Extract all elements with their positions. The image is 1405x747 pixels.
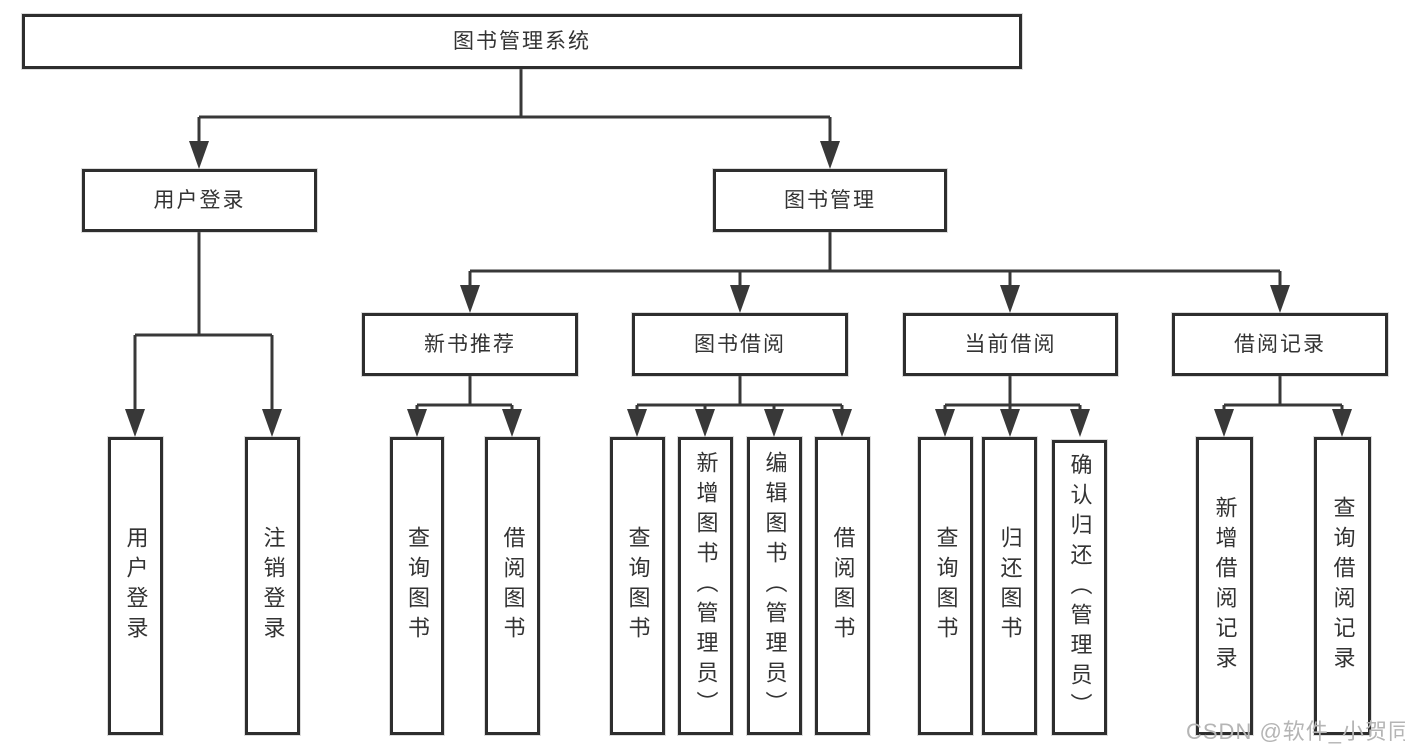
leaf-borrow-books-recommend: 借阅图书 [485,437,540,735]
leaf-query-books-current: 查询图书 [918,437,973,735]
node-user-login: 用户登录 [82,169,317,232]
node-label: 新增借阅记录 [1212,496,1238,676]
leaf-add-books-admin: 新增图书（管理员） [678,437,733,735]
csdn-watermark: CSDN @软件_小贺同学 [1186,719,1405,744]
node-label: 查询图书 [625,526,651,646]
node-label: 图书借阅 [694,333,786,356]
node-label: 编辑图书（管理员） [762,451,788,721]
leaf-query-books-borrowing: 查询图书 [610,437,665,735]
node-current-borrowing: 当前借阅 [903,313,1118,376]
node-label: 用户登录 [153,189,246,212]
leaf-confirm-return-admin: 确认归还（管理员） [1052,440,1107,735]
node-label: 借阅图书 [500,526,526,646]
node-new-book-recommend: 新书推荐 [362,313,578,376]
node-borrowing-records: 借阅记录 [1172,313,1388,376]
leaf-borrow-books-borrowing: 借阅图书 [815,437,870,735]
leaf-query-borrow-record: 查询借阅记录 [1314,437,1371,735]
node-library-management-system: 图书管理系统 [22,14,1022,69]
node-label: 确认归还（管理员） [1067,452,1093,723]
leaf-logout: 注销登录 [245,437,300,735]
leaf-return-books: 归还图书 [982,437,1037,735]
node-book-borrowing: 图书借阅 [632,313,848,376]
leaf-add-borrow-record: 新增借阅记录 [1196,437,1253,735]
node-label: 注销登录 [260,526,286,646]
node-label: 新增图书（管理员） [693,451,719,721]
node-label: 借阅图书 [830,526,856,646]
node-label: 新书推荐 [424,333,516,356]
node-label: 用户登录 [123,526,149,646]
leaf-edit-books-admin: 编辑图书（管理员） [747,437,802,735]
node-book-management: 图书管理 [713,169,947,232]
node-label: 查询图书 [405,526,430,646]
node-label: 图书管理 [784,189,876,212]
node-label: 查询借阅记录 [1330,496,1356,676]
node-label: 当前借阅 [964,333,1057,356]
leaf-user-login: 用户登录 [108,437,163,735]
node-label: 图书管理系统 [453,30,591,53]
leaf-query-books-recommend: 查询图书 [390,437,444,735]
node-label: 借阅记录 [1234,333,1326,356]
node-label: 查询图书 [933,526,959,646]
node-label: 归还图书 [997,526,1023,646]
